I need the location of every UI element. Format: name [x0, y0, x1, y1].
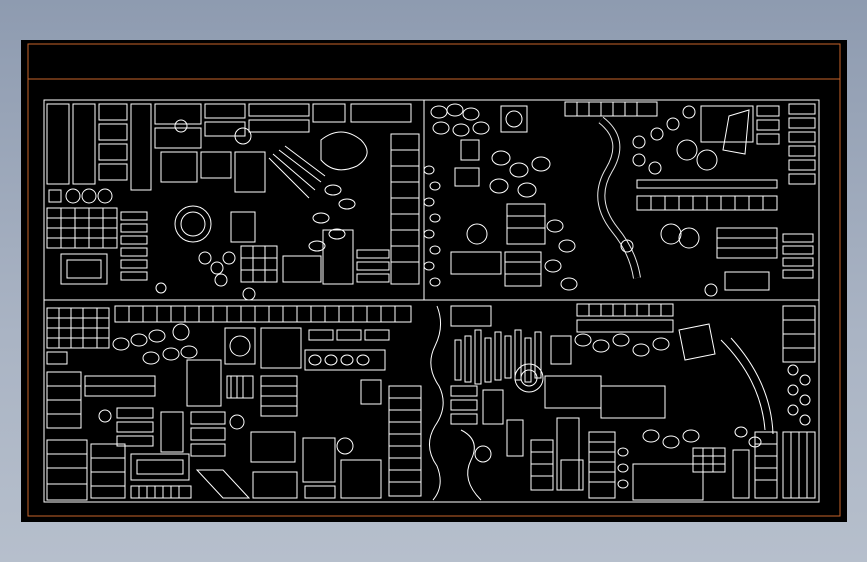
frame-border [27, 43, 841, 517]
drawing-sheet [21, 40, 847, 522]
drawing-area-border [43, 99, 820, 503]
cad-drawing [27, 43, 841, 517]
planting-upper-right [423, 101, 816, 297]
planting-lower-right [429, 303, 816, 501]
paving-slabs-lower-left [46, 305, 422, 501]
paving-slabs-left-top [46, 103, 420, 301]
